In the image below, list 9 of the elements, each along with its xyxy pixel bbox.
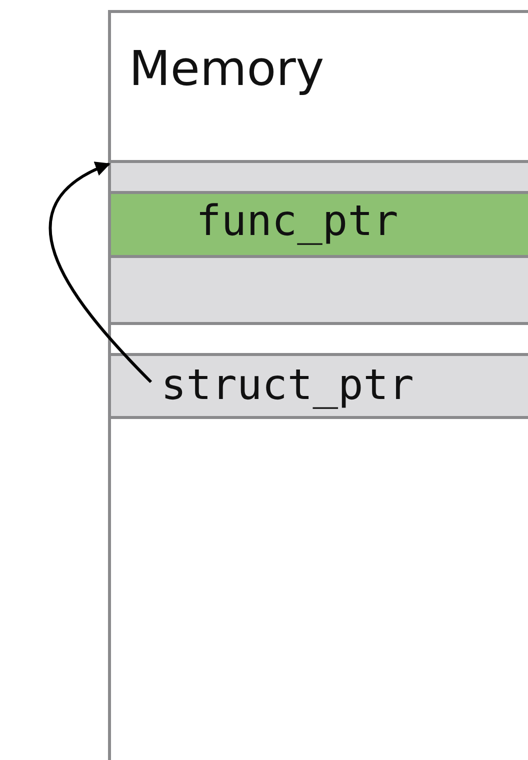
memory-slot xyxy=(111,191,528,258)
pointer-arrow xyxy=(49,162,152,384)
field-label: struct_ptr xyxy=(161,360,414,409)
memory-region xyxy=(108,10,528,760)
region-title: Memory xyxy=(129,41,324,97)
memory-slot xyxy=(111,160,528,194)
memory-slot xyxy=(111,255,528,325)
memory-slot xyxy=(111,353,528,419)
field-label: func_ptr xyxy=(196,196,398,245)
